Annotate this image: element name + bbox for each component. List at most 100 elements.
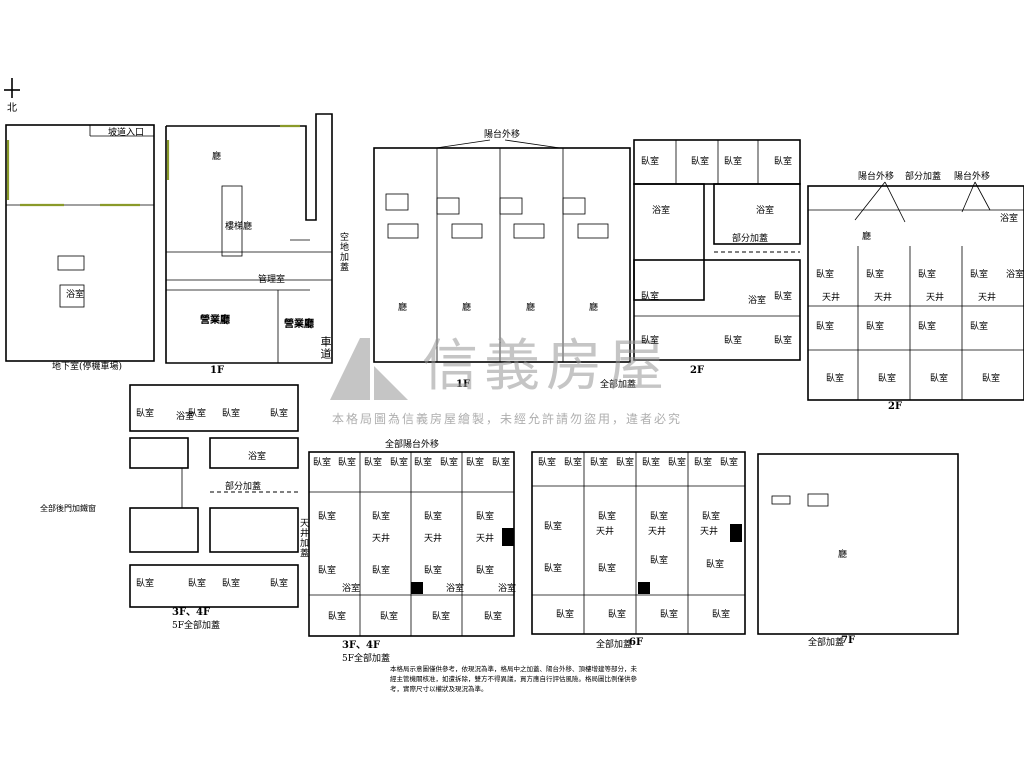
bedroom-label: 臥室: [476, 566, 495, 576]
basement-bath: [59, 284, 85, 308]
f1-left-caption: 1F: [210, 365, 225, 376]
f2b-skylight-d: 天井: [978, 293, 997, 303]
bedroom-label: 臥室: [476, 512, 495, 522]
bedroom-label: 臥室: [564, 458, 583, 468]
f6-skylight-b: 天井: [648, 527, 667, 537]
bedroom-label: 臥室: [724, 157, 743, 167]
f7-hall: 廳: [838, 550, 848, 560]
basement-stair: [57, 255, 85, 271]
bedroom-label: 臥室: [188, 409, 207, 419]
bedroom-label: 臥室: [866, 270, 885, 280]
bedroom-label: 臥室: [774, 157, 793, 167]
bathroom-label: 浴室: [248, 452, 267, 462]
f2b-balcony-ext-a: 陽台外移: [858, 172, 895, 182]
bedroom-label: 臥室: [866, 322, 885, 332]
bedroom-label: 臥室: [970, 270, 989, 280]
f7-fixture: [807, 493, 829, 507]
f34a-mid-left: [129, 437, 189, 469]
bathroom-label: 浴室: [1006, 270, 1024, 280]
f2a-partial-ext: 部分加蓋: [732, 234, 769, 244]
basement-ramp-label: 坡道入口: [108, 128, 145, 138]
f34b-outline: [308, 451, 515, 637]
f1-left-driveway: 車道: [319, 336, 332, 360]
bedroom-label: 臥室: [650, 556, 669, 566]
bedroom-label: 臥室: [641, 336, 660, 346]
f34a-caption: 3F、4F: [172, 607, 211, 618]
f1-right-hall-b: 廳: [462, 303, 472, 313]
bedroom-label: 臥室: [222, 409, 241, 419]
bedroom-label: 臥室: [970, 322, 989, 332]
f34b-caption: 3F、4F: [342, 640, 381, 651]
f6-dark-shaft: [638, 582, 650, 594]
f7-caption2: 全部加蓋: [808, 638, 845, 648]
balcony-arrow: [961, 181, 976, 213]
f1-right-stair: [436, 197, 460, 215]
bedroom-label: 臥室: [538, 458, 557, 468]
f34a-rear-ext: 全部後門加鐵窗: [40, 504, 96, 513]
bedroom-label: 臥室: [380, 612, 399, 622]
bedroom-label: 臥室: [364, 458, 383, 468]
bedroom-label: 臥室: [466, 458, 485, 468]
bedroom-label: 臥室: [484, 612, 503, 622]
bedroom-label: 臥室: [188, 579, 207, 589]
f34a-bottom-block: [129, 564, 299, 608]
bedroom-label: 臥室: [641, 292, 660, 302]
f34b-caption2: 5F全部加蓋: [342, 654, 390, 664]
bedroom-label: 臥室: [544, 564, 563, 574]
f6-caption2: 全部加蓋: [596, 640, 633, 650]
bathroom-label: 浴室: [446, 584, 465, 594]
basement-caption: 地下室(停機車場): [52, 362, 123, 372]
bedroom-label: 臥室: [706, 560, 725, 570]
f7-caption: 7F: [841, 635, 856, 646]
f34b-dark-shaft: [411, 582, 423, 594]
bedroom-label: 臥室: [390, 458, 409, 468]
f2b-partial-ext: 部分加蓋: [905, 172, 942, 182]
f2b-balcony-ext-b: 陽台外移: [954, 172, 991, 182]
basement-outline: [5, 124, 155, 362]
bathroom-label: 浴室: [342, 584, 361, 594]
f6-skylight-c: 天井: [700, 527, 719, 537]
bedroom-label: 臥室: [982, 374, 1001, 384]
bedroom-label: 臥室: [724, 336, 743, 346]
f1-left-shop-a: 營業廳: [200, 315, 230, 326]
bedroom-label: 臥室: [424, 566, 443, 576]
f2b-skylight-c: 天井: [926, 293, 945, 303]
bedroom-label: 臥室: [424, 512, 443, 522]
bedroom-label: 臥室: [318, 566, 337, 576]
f1-left-office: 管理室: [258, 275, 286, 285]
bedroom-label: 臥室: [826, 374, 845, 384]
f2b-hall: 廳: [862, 232, 872, 242]
f1-right-bath: [451, 223, 483, 239]
bedroom-label: 臥室: [372, 512, 391, 522]
bedroom-label: 臥室: [641, 157, 660, 167]
bedroom-label: 臥室: [270, 579, 289, 589]
disclaimer-text: 本格局示意圖僅供參考，依現況為準，格局中之加蓋、陽台外移、頂樓增建等部分，未經主…: [390, 665, 637, 693]
f2a-mid-left: [633, 183, 705, 301]
f34a-caption2: 5F全部加蓋: [172, 621, 220, 631]
bedroom-label: 臥室: [720, 458, 739, 468]
f1-left-shop-b: 營業廳: [284, 319, 314, 330]
bedroom-label: 臥室: [702, 512, 721, 522]
bedroom-label: 臥室: [270, 409, 289, 419]
bedroom-label: 臥室: [313, 458, 332, 468]
bedroom-label: 臥室: [440, 458, 459, 468]
bedroom-label: 臥室: [668, 458, 687, 468]
f7-fixture: [771, 495, 791, 505]
bedroom-label: 臥室: [694, 458, 713, 468]
bedroom-label: 臥室: [816, 322, 835, 332]
bathroom-label: 浴室: [756, 206, 775, 216]
bedroom-label: 臥室: [918, 322, 937, 332]
bedroom-label: 臥室: [608, 610, 627, 620]
f1-left-open-space: 空地加蓋: [338, 232, 348, 272]
f6-skylight-a: 天井: [596, 527, 615, 537]
f1-right-stair: [499, 197, 523, 215]
f34b-skylight-b: 天井: [424, 534, 443, 544]
f34b-balcony-ext: 全部陽台外移: [385, 440, 440, 450]
f2a-mid-right: [713, 183, 801, 245]
bedroom-label: 臥室: [544, 522, 563, 532]
bedroom-label: 臥室: [556, 610, 575, 620]
f34b-dark-shaft: [502, 528, 514, 546]
f34a-lower-left: [129, 507, 199, 553]
bedroom-label: 臥室: [222, 579, 241, 589]
